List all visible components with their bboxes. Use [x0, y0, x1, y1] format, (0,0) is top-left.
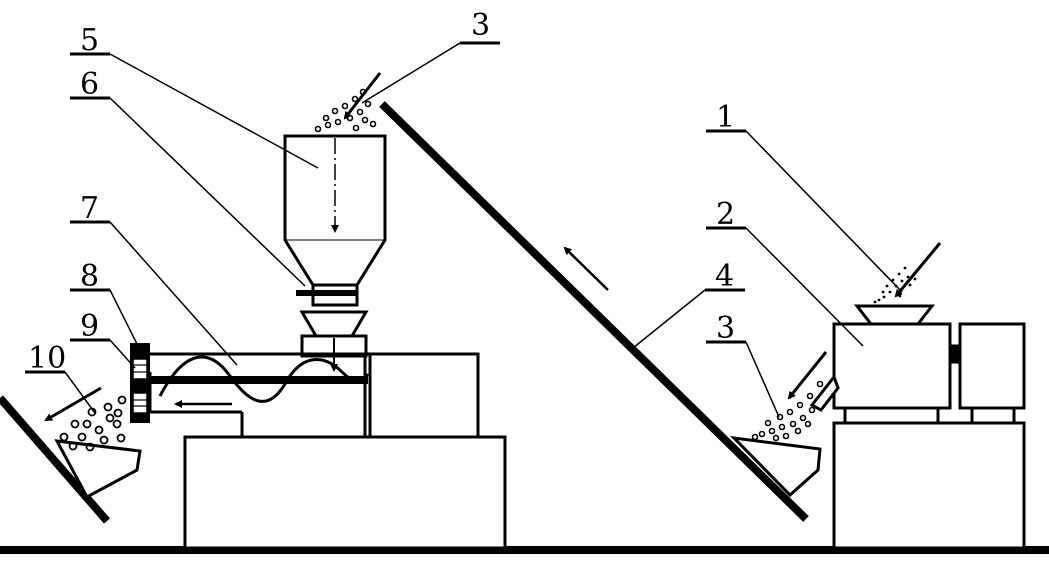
raw-material-arrow	[894, 242, 942, 298]
label-9: 9	[80, 309, 99, 344]
leader-lines	[25, 41, 903, 418]
label-3-right: 3	[716, 311, 735, 346]
pellets-left	[59, 395, 127, 452]
pellet-flow-arrow	[44, 386, 102, 422]
right-base-block	[832, 421, 1026, 550]
crusher-unit	[809, 304, 1026, 550]
label-5: 5	[80, 23, 99, 58]
inclined-conveyor	[379, 101, 809, 522]
screw-flight	[158, 355, 370, 403]
screw-shaft	[150, 376, 368, 384]
motor-box	[958, 322, 1026, 410]
label-10: 10	[28, 341, 66, 376]
left-collection-tray	[54, 439, 142, 500]
crusher-outlet-chute	[809, 373, 840, 412]
coupling	[948, 344, 962, 364]
ground-line	[0, 546, 1049, 554]
label-7: 7	[80, 191, 99, 226]
label-6: 6	[80, 67, 99, 102]
label-4: 4	[715, 259, 734, 294]
crusher-inlet-funnel	[853, 304, 936, 326]
label-1: 1	[716, 100, 735, 135]
right-collection-tray	[729, 435, 822, 498]
label-8: 8	[80, 259, 99, 294]
feed-particles-top	[314, 88, 377, 133]
left-chute-wall	[0, 395, 111, 524]
crusher-body	[832, 322, 952, 410]
label-3-top: 3	[471, 8, 490, 43]
hopper-feed-arrow	[343, 72, 382, 120]
extruder-motor	[368, 352, 480, 439]
extruder-base	[183, 352, 507, 550]
crushed-particles-right	[751, 380, 824, 442]
feed-valve	[296, 283, 359, 307]
label-2: 2	[716, 197, 735, 232]
crushed-output-arrow	[787, 351, 828, 400]
conveyor-direction-arrow	[563, 246, 609, 291]
die-head	[130, 343, 150, 423]
